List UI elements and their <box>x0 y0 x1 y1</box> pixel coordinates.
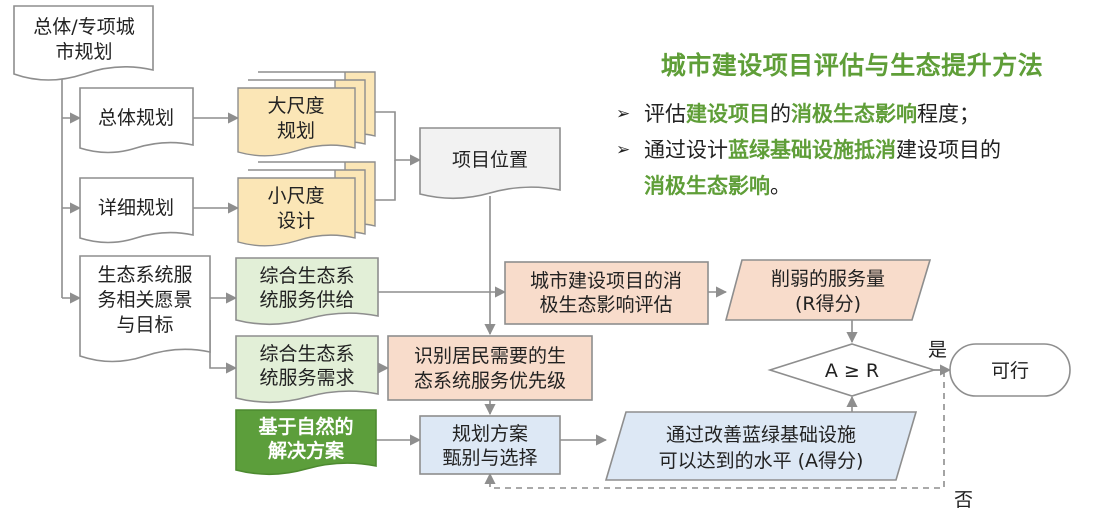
bullet-2-text-3: 。 <box>770 174 791 198</box>
project-location-label: 项目位置 <box>452 149 528 171</box>
plan-select-node: 规划方案 甄别与选择 <box>419 415 561 475</box>
eco-demand-line2: 统服务需求 <box>259 367 354 389</box>
nbs-node: 基于自然的 解决方案 <box>235 409 377 476</box>
connectors <box>61 78 952 446</box>
nbs-line2: 解决方案 <box>268 439 345 462</box>
decision-label: A ≥ R <box>825 360 879 382</box>
plan-select-line1: 规划方案 <box>452 423 528 445</box>
bullet-1-text-2: 的 <box>770 102 791 126</box>
weakened-line1: 削弱的服务量 <box>771 268 885 290</box>
priority-line1: 识别居民需要的生 <box>414 345 566 367</box>
bullet-2-text-2: 建设项目的 <box>896 138 1001 162</box>
improve-node: 通过改善蓝绿基础设施 可以达到的水平 (A得分) <box>604 411 918 481</box>
yes-label: 是 <box>928 339 947 361</box>
small-scale-line2: 设计 <box>277 210 315 232</box>
eco-vision-line2: 务相关愿景 <box>97 289 192 311</box>
small-scale-node: 小尺度 设计 <box>237 161 376 247</box>
improve-line2: 可以达到的水平 (A得分) <box>659 450 864 472</box>
project-location-node: 项目位置 <box>419 127 561 200</box>
bullet-2-text-1: 通过设计 <box>644 138 728 162</box>
small-scale-line1: 小尺度 <box>267 185 324 207</box>
feasible-node: 可行 <box>949 343 1071 397</box>
bullet-1: ➢ 评估建设项目的消极生态影响程度； <box>612 96 1092 132</box>
priority-line2: 态系统服务优先级 <box>414 370 566 392</box>
master-plan-line2: 市规划 <box>55 41 112 63</box>
bullet-arrow-icon: ➢ <box>616 104 631 124</box>
bullet-1-highlight-1: 建设项目 <box>686 102 770 126</box>
method-panel: 城市建设项目评估与生态提升方法 ➢ 评估建设项目的消极生态影响程度； ➢ 通过设… <box>612 46 1092 204</box>
weakened-line2: (R得分) <box>795 293 861 315</box>
bullet-1-highlight-2: 消极生态影响 <box>791 102 917 126</box>
eco-demand-node: 综合生态系 统服务需求 <box>235 335 379 404</box>
impact-assess-node: 城市建设项目的消 极生态影响评估 <box>504 261 709 325</box>
priority-node: 识别居民需要的生 态系统服务优先级 <box>387 335 593 401</box>
feasible-label: 可行 <box>991 360 1029 382</box>
eco-vision-node: 生态系统服 务相关愿景 与目标 <box>79 255 211 363</box>
eco-vision-line1: 生态系统服 <box>97 264 192 286</box>
bullet-2-highlight-2: 消极生态影响 <box>644 174 770 198</box>
weakened-node: 削弱的服务量 (R得分) <box>724 259 932 321</box>
large-scale-node: 大尺度 规划 <box>237 71 376 157</box>
improve-line1: 通过改善蓝绿基础设施 <box>666 424 856 446</box>
bullet-2: ➢ 通过设计蓝绿基础设施抵消建设项目的 消极生态影响。 <box>612 132 1092 204</box>
overall-plan-label: 总体规划 <box>98 107 174 129</box>
bullet-2-highlight-1: 蓝绿基础设施抵消 <box>728 138 896 162</box>
panel-title: 城市建设项目评估与生态提升方法 <box>660 51 1044 80</box>
eco-vision-line3: 与目标 <box>116 314 173 336</box>
master-plan-line1: 总体/专项城 <box>33 16 134 38</box>
decision-node: A ≥ R <box>767 343 937 397</box>
overall-plan-node: 总体规划 <box>79 87 194 154</box>
master-plan-node: 总体/专项城 市规划 <box>13 5 154 81</box>
bullet-arrow-icon: ➢ <box>616 140 631 160</box>
eco-supply-line1: 综合生态系 <box>259 265 354 287</box>
bullet-1-text-1: 评估 <box>644 102 686 126</box>
nbs-line1: 基于自然的 <box>257 415 353 438</box>
large-scale-line1: 大尺度 <box>267 95 324 117</box>
plan-select-line2: 甄别与选择 <box>442 447 537 469</box>
eco-supply-line2: 统服务供给 <box>259 289 354 311</box>
connector-eco-demand <box>209 320 238 374</box>
connector-no-loop <box>484 369 945 489</box>
connector-small-location <box>375 160 396 201</box>
eco-demand-line1: 综合生态系 <box>259 343 354 365</box>
detail-plan-label: 详细规划 <box>98 197 174 219</box>
impact-assess-line1: 城市建设项目的消 <box>530 270 682 292</box>
eco-supply-node: 综合生态系 统服务供给 <box>235 257 379 326</box>
connector-large-location <box>375 111 422 166</box>
bullet-1-text-3: 程度； <box>917 102 980 126</box>
impact-assess-line2: 极生态影响评估 <box>539 294 672 316</box>
no-label: 否 <box>954 489 973 511</box>
detail-plan-node: 详细规划 <box>79 177 194 244</box>
large-scale-line2: 规划 <box>277 120 315 142</box>
